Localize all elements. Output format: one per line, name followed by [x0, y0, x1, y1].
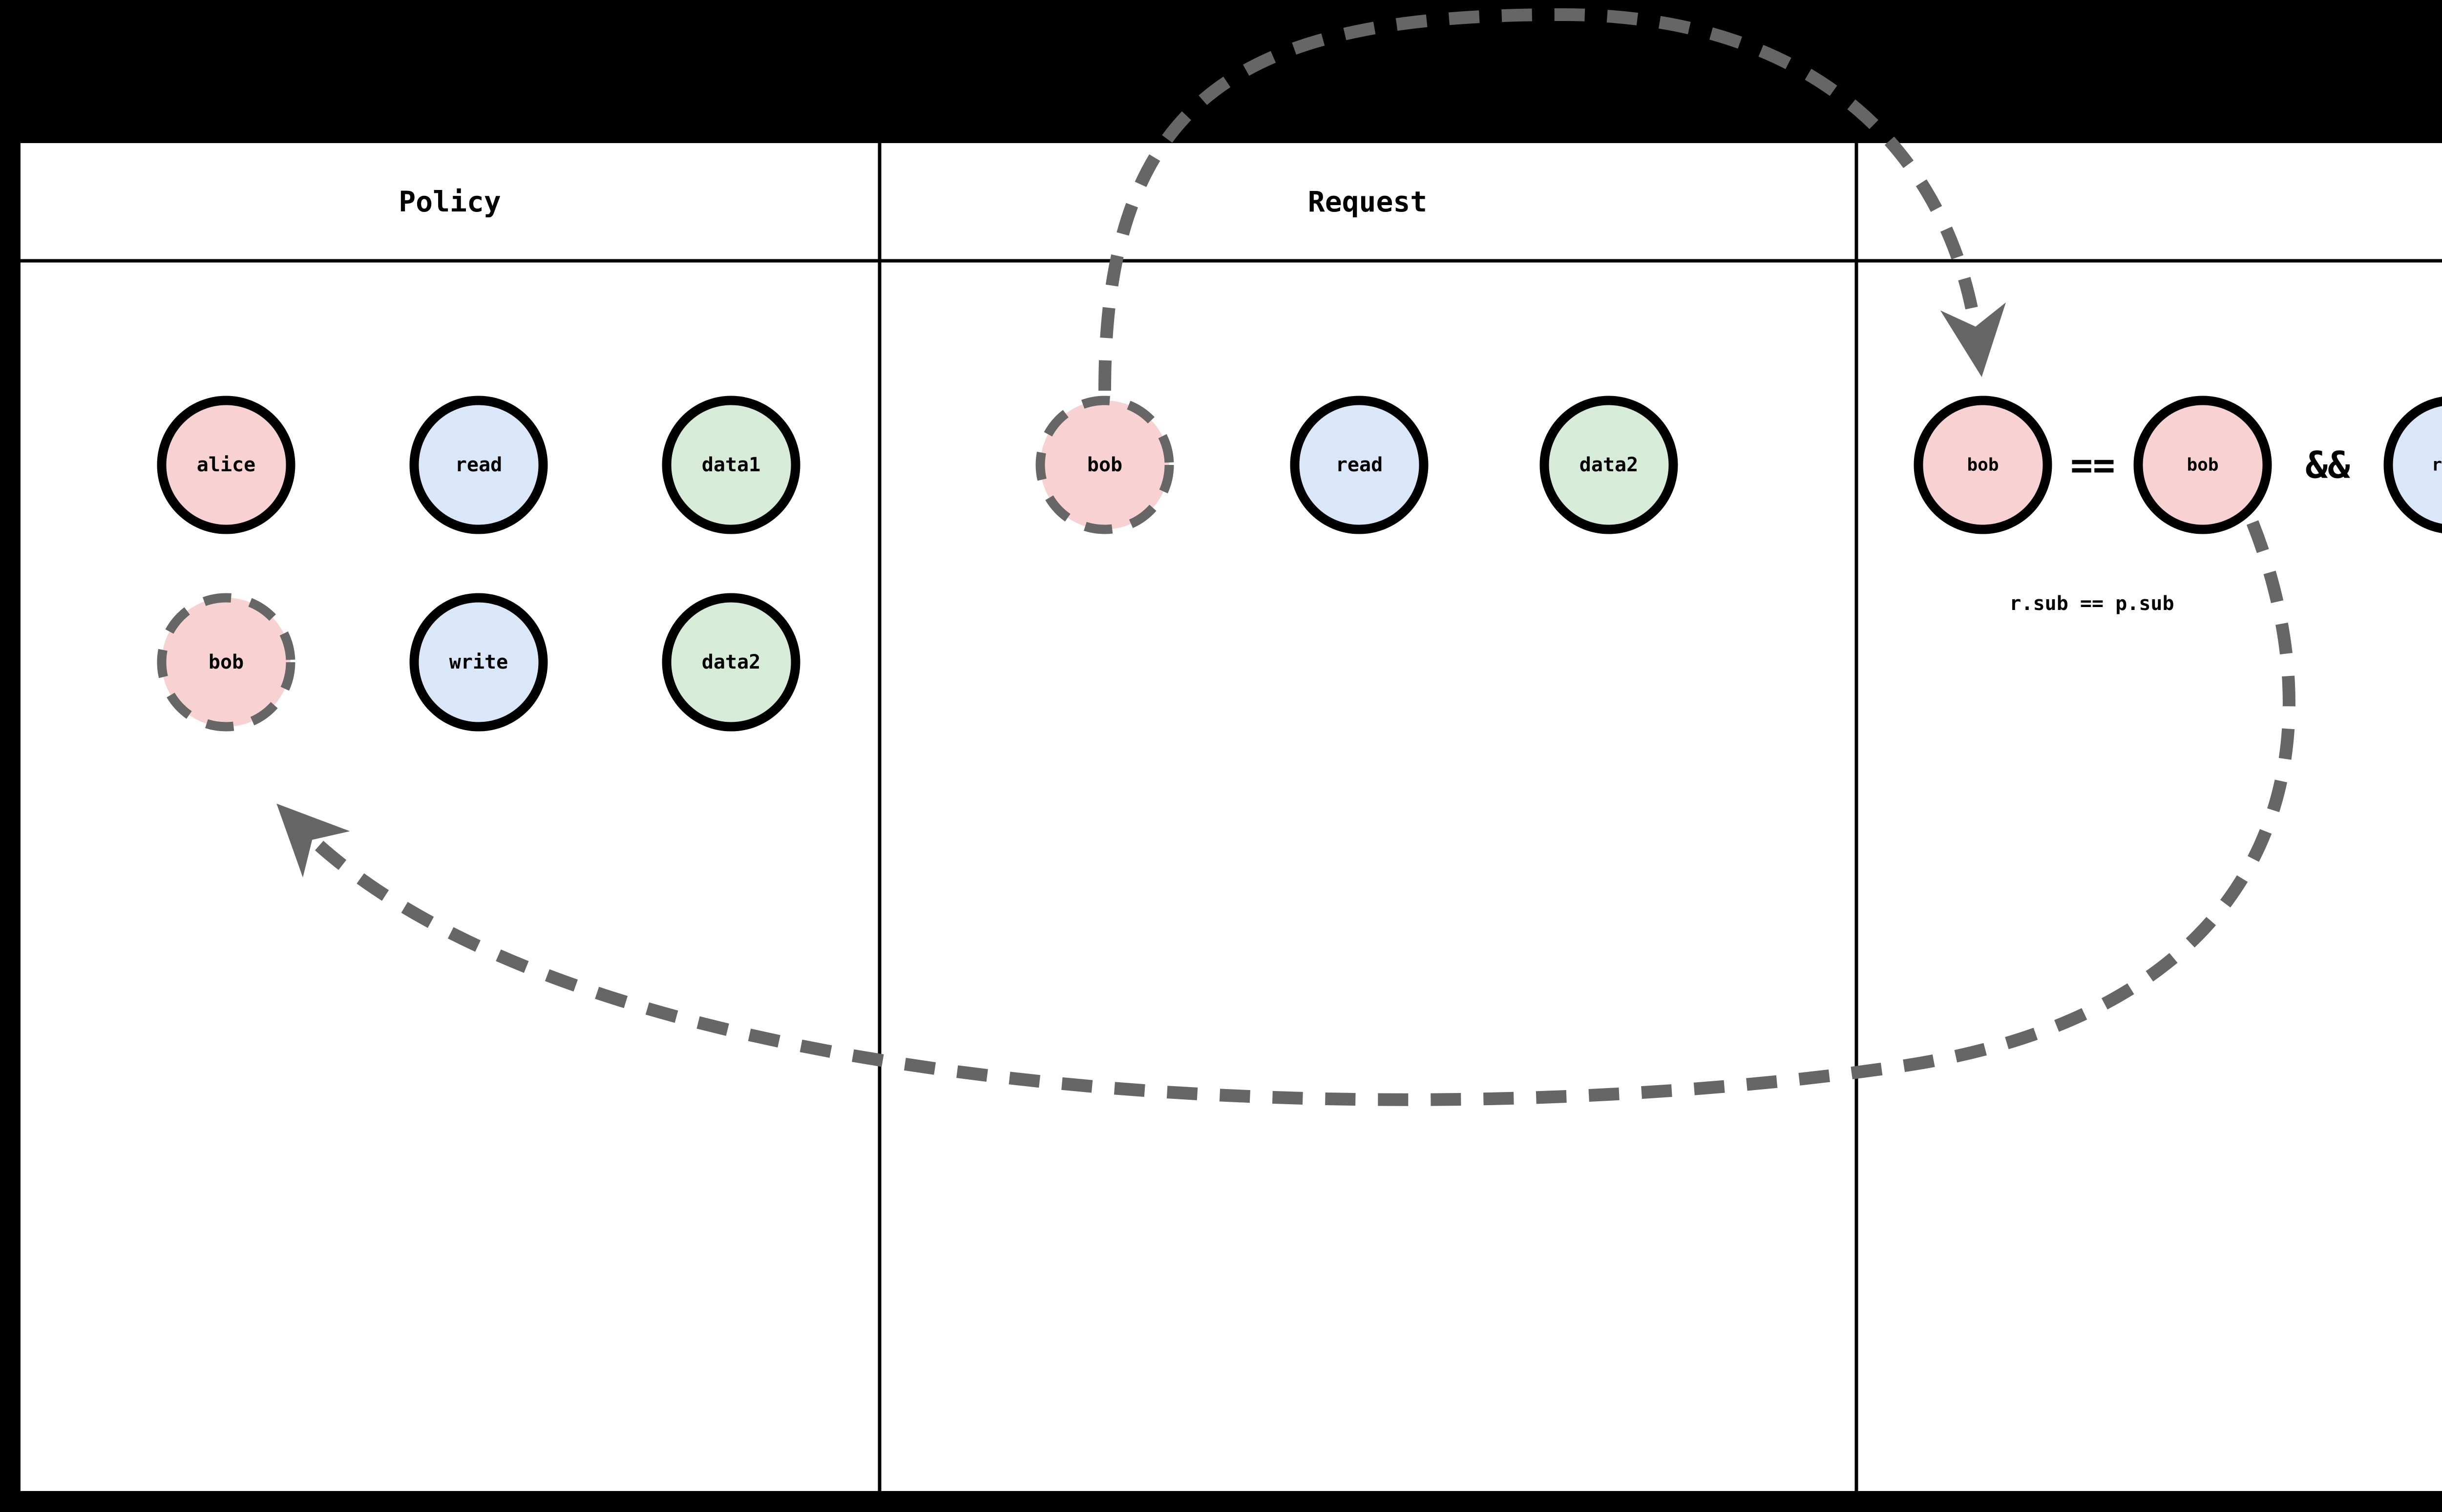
- diagram-paper: [21, 143, 2442, 1491]
